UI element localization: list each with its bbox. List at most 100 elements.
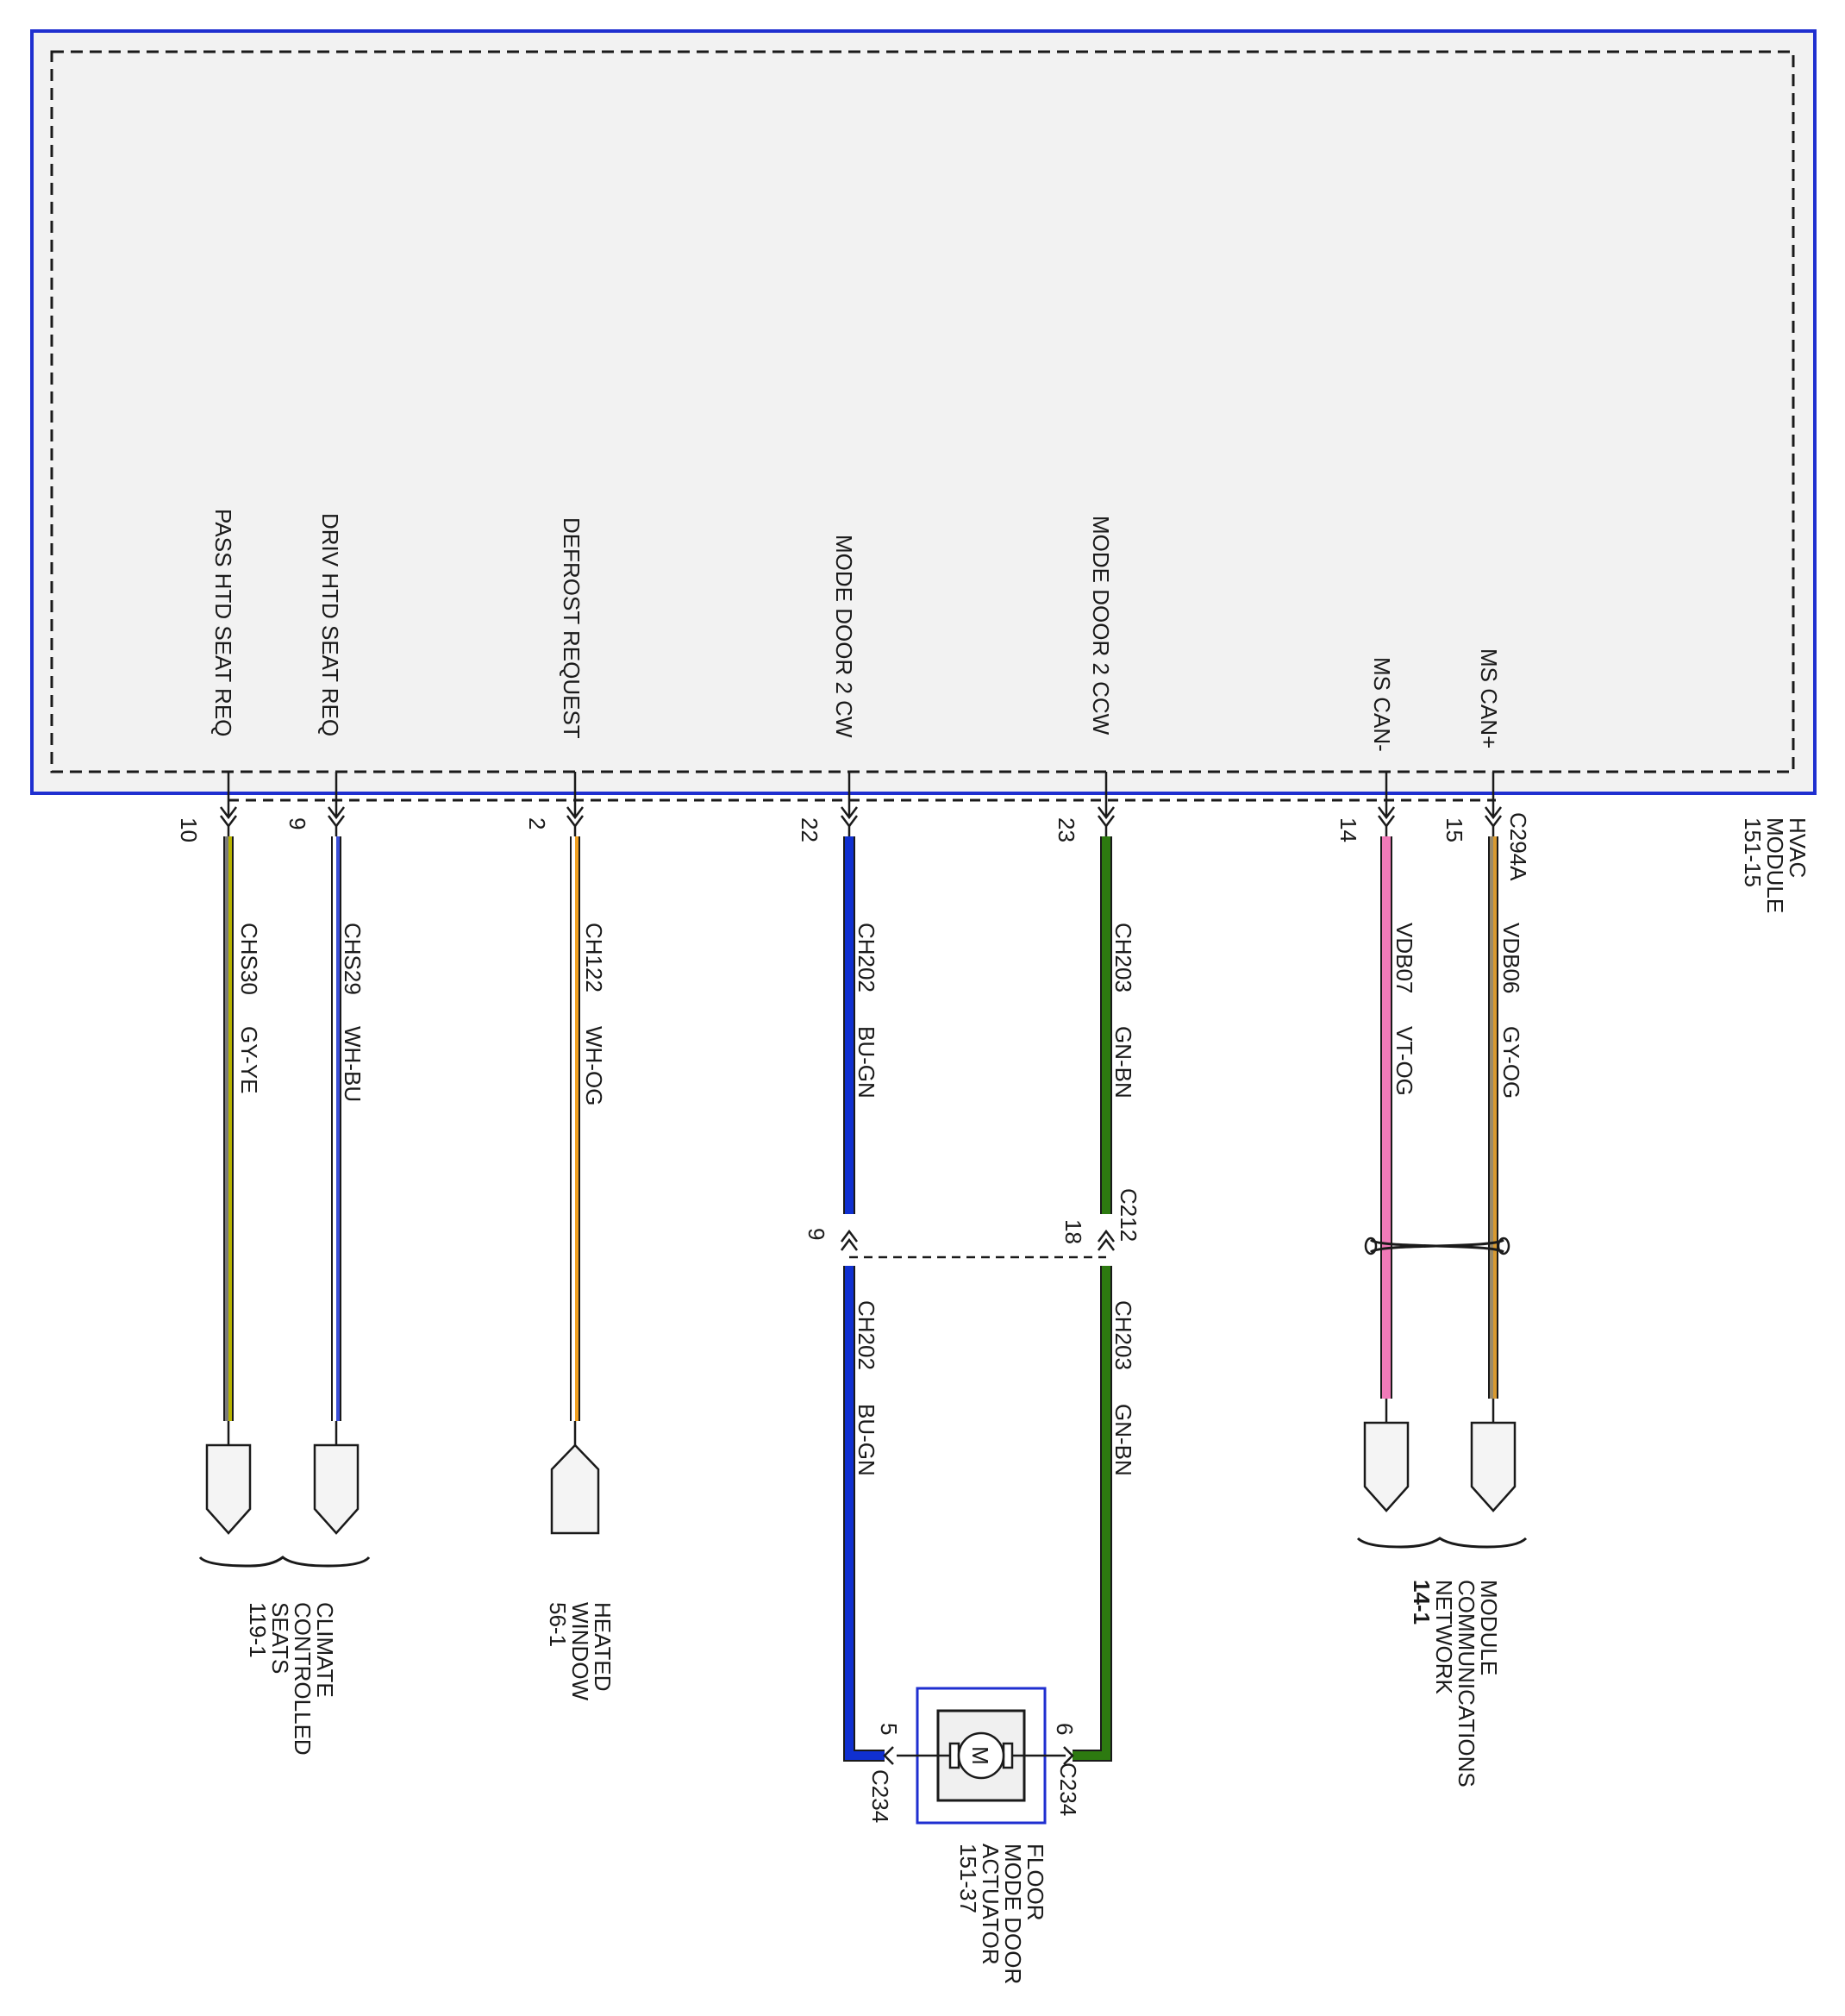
twist-end-left bbox=[1364, 1237, 1378, 1255]
dest-network-line-2: COMMUNICATIONS bbox=[1454, 1580, 1479, 1787]
wire-ch122-stripe-a bbox=[572, 836, 575, 1421]
floor-mode-door-actuator: M 5 6 C234 C234 FLOOR MODE DOOR ACTUATOR… bbox=[867, 1687, 1081, 1984]
actuator-terminal-left bbox=[883, 1746, 894, 1765]
actuator-terminal-right bbox=[1063, 1746, 1074, 1765]
destination-connectors bbox=[205, 1399, 1517, 1535]
pin-number-2: 2 bbox=[524, 817, 550, 830]
pin-label-ms-can-plus: MS CAN+ bbox=[1476, 648, 1502, 748]
circuit-ch203-upper: CH203 bbox=[1110, 923, 1136, 992]
wire-chs29-stripe-a bbox=[333, 836, 336, 1421]
module-name: HVAC MODULE 151-15 C294A bbox=[1505, 812, 1811, 913]
module-name-line-2: MODULE bbox=[1762, 817, 1788, 913]
circuit-ch203-lower: CH203 bbox=[1110, 1300, 1136, 1370]
wire-vdb06-stripe-b bbox=[1493, 836, 1497, 1399]
dest-network-ref: 14-1 bbox=[1409, 1580, 1435, 1625]
actuator-name-line-2: MODE DOOR bbox=[1000, 1844, 1026, 1984]
module-inner-dashed-box bbox=[50, 50, 1795, 773]
pin-terminal-vdb07 bbox=[1378, 806, 1395, 829]
dest-shield-chs29 bbox=[313, 1443, 360, 1535]
module-ref: 151-15 bbox=[1740, 817, 1766, 887]
actuator-name-line-1: FLOOR bbox=[1023, 1844, 1048, 1921]
pin-number-10: 10 bbox=[176, 817, 202, 842]
wire-chs30-stripe-b bbox=[228, 836, 232, 1421]
dest-climate-line-1: CLIMATE bbox=[312, 1602, 338, 1698]
wire-ch122-stripe-b bbox=[575, 836, 579, 1421]
wire-chs29-stripe-b bbox=[336, 836, 340, 1421]
dest-climate-ref: 119-1 bbox=[245, 1602, 271, 1658]
c212-name: C212 bbox=[1116, 1188, 1141, 1242]
circuit-vdb06: VDB06 bbox=[1498, 923, 1524, 993]
hvac-module bbox=[30, 29, 1817, 802]
inline-connector-c212: 9 18 C212 CH202 BU-GN CH203 GN-BN bbox=[804, 1188, 1141, 1476]
dest-network-line-1: MODULE bbox=[1476, 1580, 1502, 1675]
pin-label-pass-htd-seat-req: PASS HTD SEAT REQ bbox=[210, 509, 236, 736]
wire-ch202 bbox=[845, 836, 854, 1214]
dest-shield-vdb07 bbox=[1363, 1421, 1410, 1512]
actuator-name-line-3: ACTUATOR bbox=[978, 1844, 1004, 1965]
circuit-vdb07: VDB07 bbox=[1392, 923, 1417, 993]
color-gn-bn-upper: GN-BN bbox=[1110, 1026, 1136, 1099]
pin-terminal-ch202 bbox=[841, 806, 858, 829]
circuit-ch122: CH122 bbox=[581, 923, 607, 992]
pin-label-mode-door-2-cw: MODE DOOR 2 CW bbox=[831, 535, 857, 738]
pin-terminal-ch203 bbox=[1098, 806, 1115, 829]
wire-ch203 bbox=[1102, 836, 1110, 1214]
dest-climate-line-3: SEATS bbox=[267, 1602, 293, 1674]
color-bu-gn-upper: BU-GN bbox=[854, 1026, 879, 1099]
module-pin-numbers: 10 9 2 22 23 14 15 bbox=[176, 817, 1467, 842]
dest-heated-line-1: HEATED bbox=[590, 1602, 616, 1692]
color-gy-og: GY-OG bbox=[1498, 1026, 1524, 1099]
pin-terminal-ch122 bbox=[566, 806, 584, 829]
circuit-chs30: CHS30 bbox=[236, 923, 262, 995]
color-gn-bn-lower: GN-BN bbox=[1110, 1404, 1136, 1476]
motor-symbol-m: M bbox=[967, 1746, 993, 1765]
dest-network-line-3: NETWORK bbox=[1431, 1580, 1457, 1695]
wire-vdb07 bbox=[1382, 836, 1391, 1399]
twist-end-right bbox=[1497, 1237, 1510, 1255]
pin-terminal-chs30 bbox=[220, 806, 237, 829]
wires-group bbox=[223, 772, 1498, 1762]
c212-pin-18: 18 bbox=[1060, 1219, 1086, 1244]
pin-number-9: 9 bbox=[285, 817, 310, 830]
motor-brush-right bbox=[1002, 1742, 1014, 1769]
dest-heated-ref: 56-1 bbox=[545, 1602, 571, 1647]
circuit-ch202-upper: CH202 bbox=[854, 923, 879, 992]
pin-label-mode-door-2-ccw: MODE DOOR 2 CCW bbox=[1088, 516, 1114, 736]
brace-network bbox=[1356, 1537, 1528, 1549]
color-bu-gn-lower: BU-GN bbox=[854, 1404, 879, 1476]
circuit-ch202-lower: CH202 bbox=[854, 1300, 879, 1370]
wire-ch203-lower bbox=[1073, 1266, 1110, 1760]
pin-terminal-vdb06 bbox=[1485, 806, 1502, 829]
wire-ch203-lower-outline bbox=[1073, 1266, 1112, 1762]
actuator-pin-5: 5 bbox=[876, 1723, 902, 1735]
c212-pin-9: 9 bbox=[804, 1228, 829, 1240]
module-connector-c294a: C294A bbox=[1505, 812, 1531, 881]
circuit-chs29: CHS29 bbox=[340, 923, 366, 995]
c212-terminal-ccw bbox=[1098, 1229, 1115, 1251]
c212-terminal-cw bbox=[841, 1229, 858, 1251]
dest-pentagon-ch122 bbox=[550, 1443, 600, 1535]
wire-ch202-lower bbox=[845, 1266, 885, 1760]
actuator-ref: 151-37 bbox=[955, 1844, 981, 1913]
twisted-pair-symbol bbox=[1364, 1237, 1510, 1255]
color-vt-og: VT-OG bbox=[1392, 1026, 1417, 1096]
motor-brush-left bbox=[948, 1742, 960, 1769]
pin-number-15: 15 bbox=[1442, 817, 1467, 842]
dest-heated-line-2: WINDOW bbox=[567, 1602, 593, 1701]
twist-line-2 bbox=[1369, 1238, 1504, 1254]
dest-shield-vdb06 bbox=[1470, 1421, 1517, 1512]
module-name-line-1: HVAC bbox=[1785, 817, 1811, 878]
color-gy-ye: GY-YE bbox=[236, 1026, 262, 1094]
motor-icon bbox=[957, 1731, 1005, 1780]
brace-climate-seats bbox=[198, 1556, 371, 1568]
wire-vdb06-stripe-a bbox=[1490, 836, 1493, 1399]
pin-label-defrost-request: DEFROST REQUEST bbox=[559, 517, 585, 739]
color-wh-og: WH-OG bbox=[581, 1026, 607, 1105]
actuator-connector-right: C234 bbox=[1055, 1762, 1081, 1816]
circuit-labels: CHS30 GY-YE CHS29 WH-BU CH122 WH-OG CH20… bbox=[236, 923, 1524, 1105]
dest-climate-line-2: CONTROLLED bbox=[290, 1602, 316, 1756]
pin-label-ms-can-minus: MS CAN- bbox=[1369, 657, 1395, 752]
pin-number-14: 14 bbox=[1335, 817, 1361, 842]
pin-terminal-chs29 bbox=[328, 806, 345, 829]
